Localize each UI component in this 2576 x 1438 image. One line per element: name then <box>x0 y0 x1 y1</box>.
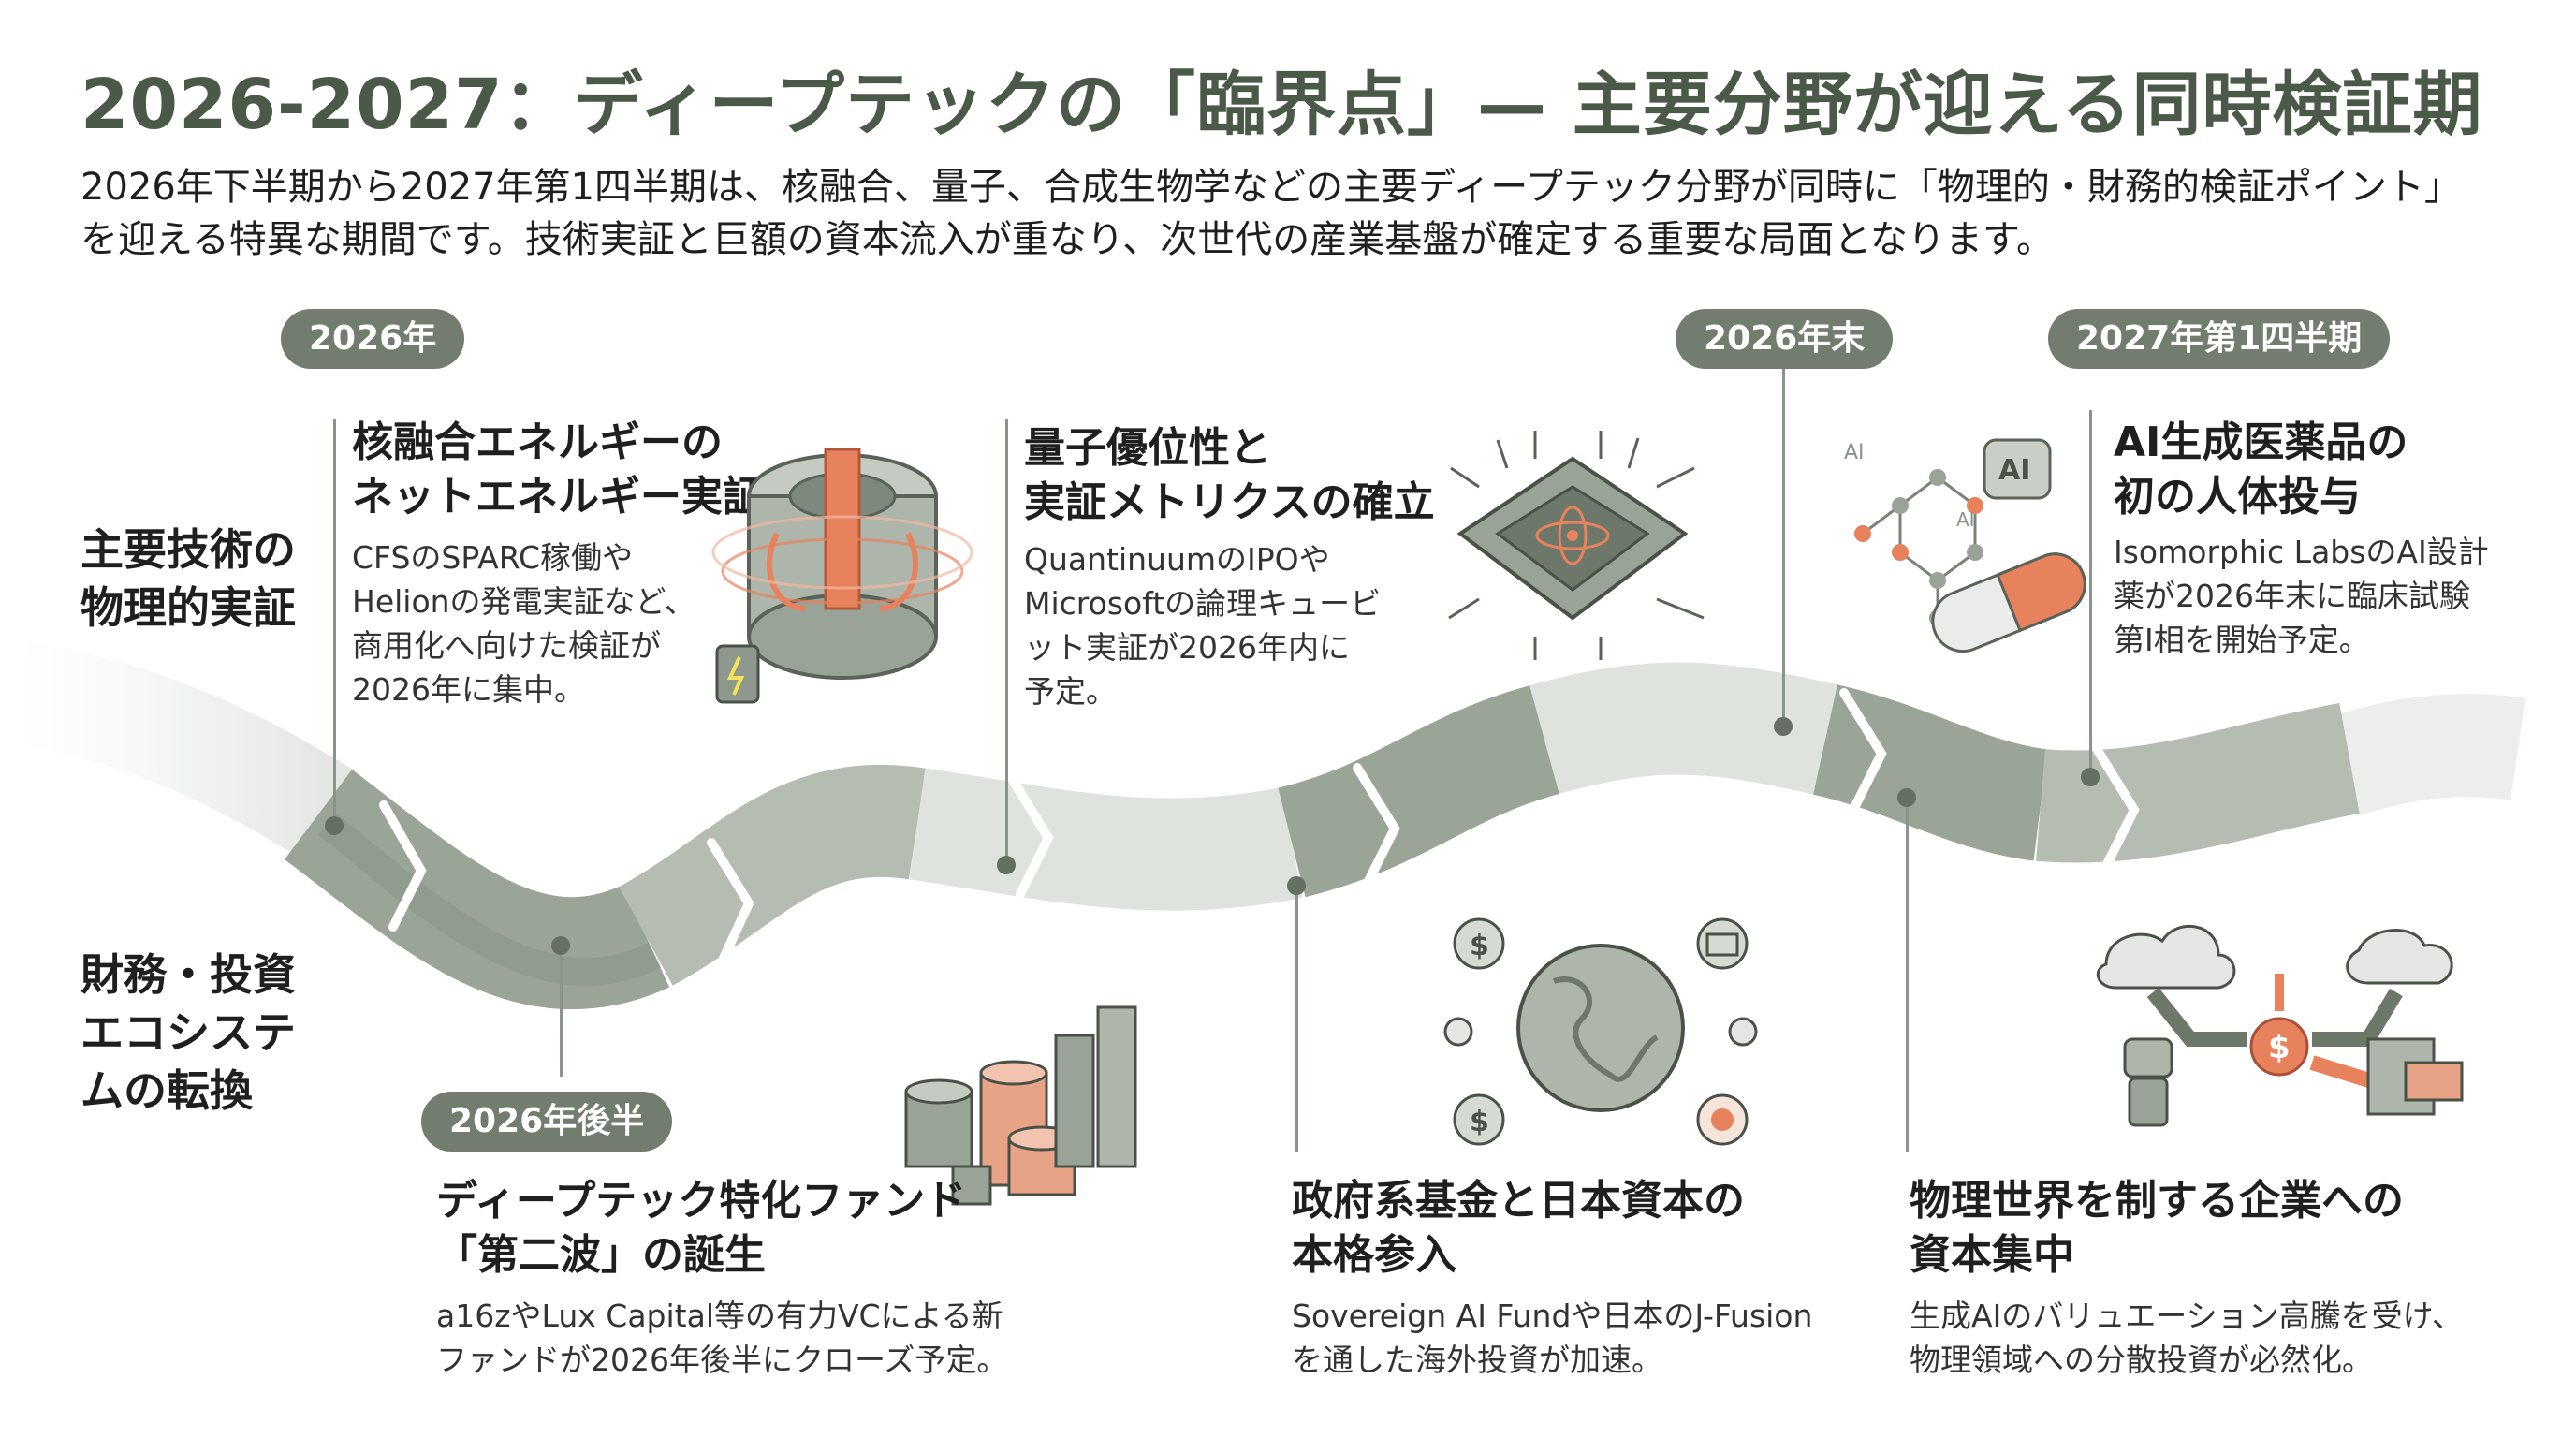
connector-ai-drug <box>2089 410 2092 777</box>
card-gov-body: Sovereign AI Fundや日本のJ-Fusion を通した海外投資が加… <box>1292 1298 1813 1378</box>
period-2027-q1: 2027年第1四半期 <box>2048 309 2391 369</box>
molecule-pill-icon: AI AI AI <box>1844 438 2086 653</box>
fusion-reactor-icon <box>711 448 973 704</box>
quantum-chip-icon <box>1448 431 1705 660</box>
ai-chip-label: AI <box>1998 454 2030 487</box>
timeline-node <box>1774 717 1793 736</box>
card-quantum-body: QuantinuumのIPOや Microsoftの論理キュービ ット実証が20… <box>1024 541 1382 710</box>
description-line-2: を迎える特異な期間です。技術実証と巨額の資本流入が重なり、次世代の産業基盤が確定… <box>80 218 2054 261</box>
card-fund-body: a16zやLux Capital等の有力VCによる新 ファンドが2026年後半に… <box>436 1298 1008 1378</box>
card-ai-drug-body: Isomorphic LabsのAI設計 薬が2026年末に臨床試験 第I相を開… <box>2114 534 2489 658</box>
timeline-node <box>2081 768 2100 786</box>
connector-fusion <box>333 419 336 824</box>
timeline-node <box>997 856 1016 874</box>
card-physical-title: 物理世界を制する企業への 資本集中 <box>1910 1177 2404 1279</box>
timeline-node <box>1287 876 1306 895</box>
svg-text:$: $ <box>1470 1106 1489 1138</box>
timeline-node <box>551 936 570 955</box>
globe-icon: $ $ <box>1443 917 1758 1146</box>
page-title: 2026-2027：ディープテックの「臨界点」— 主要分野が迎える同時検証期 <box>80 65 2483 145</box>
card-fusion-body: CFSのSPARC稼働や Helionの発電実証など、 商用化へ向けた検証が 2… <box>352 539 695 708</box>
row-label-finance: 財務・投資 エコシステ ムの転換 <box>80 949 296 1116</box>
connector-2026-end <box>1782 360 1785 726</box>
card-fusion-title: 核融合エネルギーの ネットエネルギー実証 <box>352 418 764 521</box>
coin-stack-icon <box>904 1005 1137 1206</box>
arrow-ai-label: AI <box>1956 508 1975 531</box>
period-2026-late: 2026年後半 <box>421 1092 673 1152</box>
timeline-node <box>325 816 344 835</box>
timeline-node <box>1897 788 1916 807</box>
connector-physical <box>1906 798 1909 1152</box>
svg-text:$: $ <box>2268 1029 2291 1066</box>
molecule-ai-label: AI <box>1844 441 1865 464</box>
page-description: 2026年下半期から2027年第1四半期は、核融合、量子、合成生物学などの主要デ… <box>80 161 2514 266</box>
period-2026-end: 2026年末 <box>1676 309 1894 369</box>
robot-cloud-icon: $ <box>2096 925 2464 1127</box>
connector-quantum <box>1005 419 1008 861</box>
card-fund-title: ディープテック特化ファンド 「第二波」の誕生 <box>436 1177 967 1279</box>
connector-gov <box>1295 886 1298 1152</box>
row-label-tech: 主要技術の 物理的実証 <box>80 524 296 633</box>
card-ai-drug-title: AI生成医薬品の 初の人体投与 <box>2114 418 2408 521</box>
svg-text:$: $ <box>1470 930 1489 962</box>
card-physical-body: 生成AIのバリュエーション高騰を受け、 物理領域への分散投資が必然化。 <box>1910 1298 2463 1378</box>
period-2026: 2026年 <box>281 309 465 369</box>
card-quantum-title: 量子優位性と 実証メトリクスの確立 <box>1024 424 1435 526</box>
card-gov-title: 政府系基金と日本資本の 本格参入 <box>1292 1177 1745 1279</box>
description-line-1: 2026年下半期から2027年第1四半期は、核融合、量子、合成生物学などの主要デ… <box>80 166 2462 209</box>
connector-fund <box>560 946 563 1077</box>
